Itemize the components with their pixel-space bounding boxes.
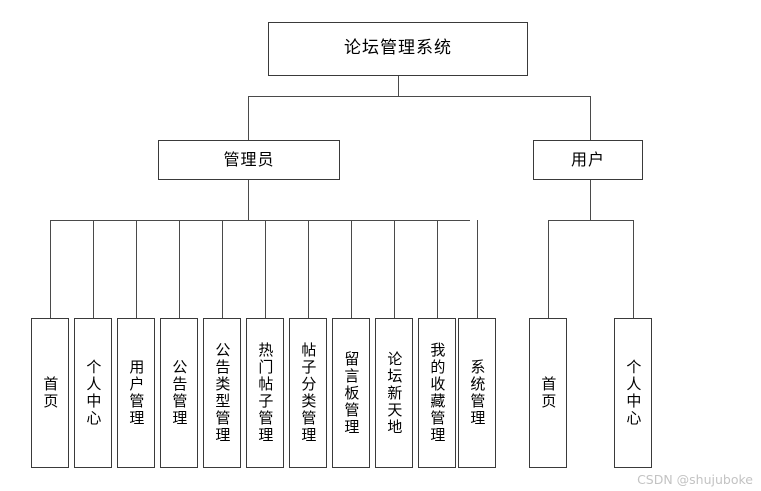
connector-child-drop [179, 220, 180, 318]
node-leaf-admin-6[interactable]: 帖子分类管理 [289, 318, 327, 468]
node-leaf-label: 我的收藏管理 [428, 342, 447, 444]
connector-child-drop [50, 220, 51, 318]
node-leaf-label: 留言板管理 [342, 350, 361, 436]
connector-user-bus [548, 220, 633, 221]
node-leaf-admin-5[interactable]: 热门帖子管理 [246, 318, 284, 468]
node-leaf-admin-2[interactable]: 用户管理 [117, 318, 155, 468]
connector-child-drop [222, 220, 223, 318]
node-leaf-label: 公告管理 [170, 359, 189, 427]
node-leaf-admin-7[interactable]: 留言板管理 [332, 318, 370, 468]
node-leaf-admin-10[interactable]: 系统管理 [458, 318, 496, 468]
connector-user-stem [590, 180, 591, 220]
connector-child-drop [437, 220, 438, 318]
connector-child-drop [136, 220, 137, 318]
node-leaf-label: 个人中心 [624, 359, 643, 427]
node-leaf-admin-3[interactable]: 公告管理 [160, 318, 198, 468]
connector-level1-drop-user [590, 96, 591, 140]
node-leaf-label: 论坛新天地 [385, 350, 404, 436]
node-leaf-admin-4[interactable]: 公告类型管理 [203, 318, 241, 468]
node-leaf-user-0[interactable]: 首页 [529, 318, 567, 468]
connector-admin-bus [50, 220, 470, 221]
connector-child-drop [394, 220, 395, 318]
connector-child-drop [265, 220, 266, 318]
node-leaf-label: 首页 [539, 376, 558, 410]
node-branch-admin[interactable]: 管理员 [158, 140, 340, 180]
node-leaf-admin-0[interactable]: 首页 [31, 318, 69, 468]
connector-child-drop [308, 220, 309, 318]
node-leaf-label: 帖子分类管理 [299, 342, 318, 444]
connector-level1-bus [248, 96, 590, 97]
node-root-system[interactable]: 论坛管理系统 [268, 22, 528, 76]
node-leaf-label: 用户管理 [127, 359, 146, 427]
connector-admin-stem [248, 180, 249, 220]
node-leaf-admin-8[interactable]: 论坛新天地 [375, 318, 413, 468]
node-leaf-label: 公告类型管理 [213, 342, 232, 444]
connector-child-drop [548, 220, 549, 318]
watermark-label: CSDN @shujuboke [637, 472, 753, 487]
connector-root-stem [398, 76, 399, 96]
connector-level1-drop-admin [248, 96, 249, 140]
node-leaf-label: 首页 [41, 376, 60, 410]
node-leaf-label: 系统管理 [468, 359, 487, 427]
connector-child-drop [351, 220, 352, 318]
node-root-label: 论坛管理系统 [344, 38, 452, 59]
node-leaf-label: 个人中心 [84, 359, 103, 427]
node-leaf-admin-9[interactable]: 我的收藏管理 [418, 318, 456, 468]
node-leaf-label: 热门帖子管理 [256, 342, 275, 444]
node-leaf-admin-1[interactable]: 个人中心 [74, 318, 112, 468]
connector-child-drop [93, 220, 94, 318]
connector-child-drop [477, 220, 478, 318]
node-branch-user-label: 用户 [570, 150, 605, 170]
connector-child-drop [633, 220, 634, 318]
node-branch-user[interactable]: 用户 [533, 140, 643, 180]
node-leaf-user-1[interactable]: 个人中心 [614, 318, 652, 468]
node-branch-admin-label: 管理员 [223, 150, 275, 170]
